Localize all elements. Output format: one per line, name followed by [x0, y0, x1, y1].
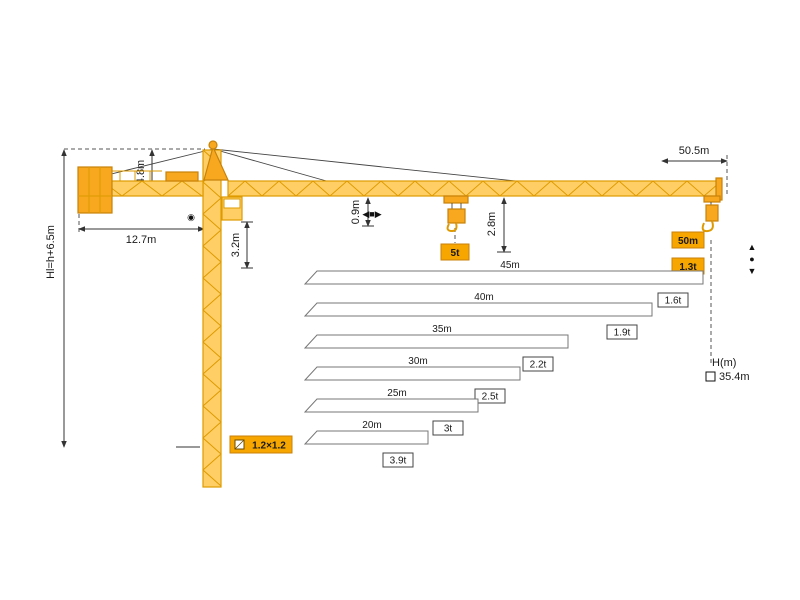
counter-pendant [94, 148, 214, 179]
trolley-body [443, 195, 469, 204]
tip-radius-tag-box [671, 231, 705, 249]
slewing-icon: ◉ [187, 212, 195, 222]
capacity-tag-box [432, 420, 464, 436]
trolley-hook [443, 195, 469, 233]
radius-label: 25m [387, 388, 406, 399]
height-note: H(m) 35.4m [705, 357, 750, 383]
capacity-tag-label: 2.2t [530, 360, 547, 371]
height-square-icon [705, 371, 716, 382]
hook-up-icon: ▲ [748, 242, 757, 252]
capacity-bar-35m [303, 334, 569, 349]
mast-section-icon-diagonal [234, 439, 245, 450]
capacity-tag-box [382, 452, 414, 468]
tip-hook [701, 195, 721, 233]
capacity-tag-label: 3t [444, 424, 453, 435]
mast-section-tag: 1.2×1.2 [229, 435, 293, 454]
counterweight [77, 166, 113, 214]
capacity-chart: 45m 1.6t 40m 1.9t 35m 2.2t 30m 2.5t 25m … [303, 260, 704, 468]
trolley-dim-label: 0.9m [350, 200, 362, 224]
radius-label: 20m [362, 420, 381, 431]
overall-height-label: Hl=h+6.5m [45, 225, 57, 279]
jib-lattice [227, 180, 719, 197]
jib-length-label: 50.5m [679, 145, 710, 157]
capacity-tag-box [522, 356, 554, 372]
hook-down-icon: ▼ [748, 266, 757, 276]
spec-tags: 5t 50m 1.3t 1.2×1.2 [229, 231, 705, 454]
capacity-tag-label: 1.9t [614, 328, 631, 339]
radius-label: 40m [474, 292, 493, 303]
radius-label: 45m [500, 260, 519, 271]
capacity-bar: 20m 3.9t [303, 420, 429, 468]
crane [77, 140, 723, 488]
jib-pendant-1 [212, 148, 331, 183]
capacity-tag-box [606, 324, 638, 340]
tip-load-tag-label: 1.3t [679, 262, 697, 273]
tower-head [203, 140, 229, 181]
capacity-bar: 25m 3t [303, 388, 479, 436]
capacity-tag-label: 3.9t [390, 456, 407, 467]
capacity-bar-20m [303, 430, 429, 445]
operator-cab [221, 196, 243, 221]
max-load-tag-label: 5t [451, 248, 461, 259]
tip-trolley [703, 195, 721, 203]
tip-hook-shape [701, 220, 714, 233]
jib-pendant-2 [212, 148, 526, 183]
mast-section-label: 1.2×1.2 [252, 441, 286, 452]
capacity-bar-25m [303, 398, 479, 413]
max-load-tag-box [440, 243, 470, 261]
hook-height-label: 35.4m [719, 371, 750, 383]
max-load-tag: 5t [440, 243, 470, 261]
counter-jib-label: 12.7m [126, 234, 157, 246]
height-axis-label: H(m) [712, 357, 736, 369]
hook-block [447, 208, 466, 224]
tip-radius-tag: 50m [671, 231, 705, 249]
crane-mast [202, 149, 222, 488]
tip-hook-block [705, 204, 719, 222]
capacity-tag-label: 1.6t [665, 296, 682, 307]
tower-head-triangle [203, 145, 229, 181]
capacity-bar: 45m 1.6t [303, 260, 704, 308]
hoist-unit [165, 171, 199, 182]
counterweight-block [77, 166, 113, 214]
jib-body [227, 180, 720, 197]
capacity-tag-box [657, 292, 689, 308]
capacity-tag-label: 2.5t [482, 392, 499, 403]
cab-window [223, 198, 241, 209]
capacity-bar: 30m 2.5t [303, 356, 521, 404]
trolley-travel-icon: ◀■▶ [362, 209, 381, 219]
crane-jib [227, 177, 723, 201]
hook-center-icon: ● [749, 254, 754, 264]
capacity-bar-30m [303, 366, 521, 381]
hook-dim-label: 2.8m [486, 212, 498, 236]
tip-radius-tag-label: 50m [678, 236, 698, 247]
hook-shape [446, 222, 458, 233]
motion-icons: ◉ ◀■▶ ▲ ● ▼ [187, 209, 756, 276]
capacity-tag-box [474, 388, 506, 404]
collar-label: 3.2m [230, 233, 242, 257]
apex-pulley [208, 140, 218, 150]
capacity-bar-45m [303, 270, 704, 285]
capacity-bar: 40m 1.9t [303, 292, 653, 340]
radius-label: 35m [432, 324, 451, 335]
mast-section-tag-box [229, 435, 293, 454]
mast-lattice [202, 149, 222, 487]
capacity-bar-40m [303, 302, 653, 317]
radius-label: 30m [408, 356, 427, 367]
capacity-bar: 35m 2.2t [303, 324, 569, 372]
